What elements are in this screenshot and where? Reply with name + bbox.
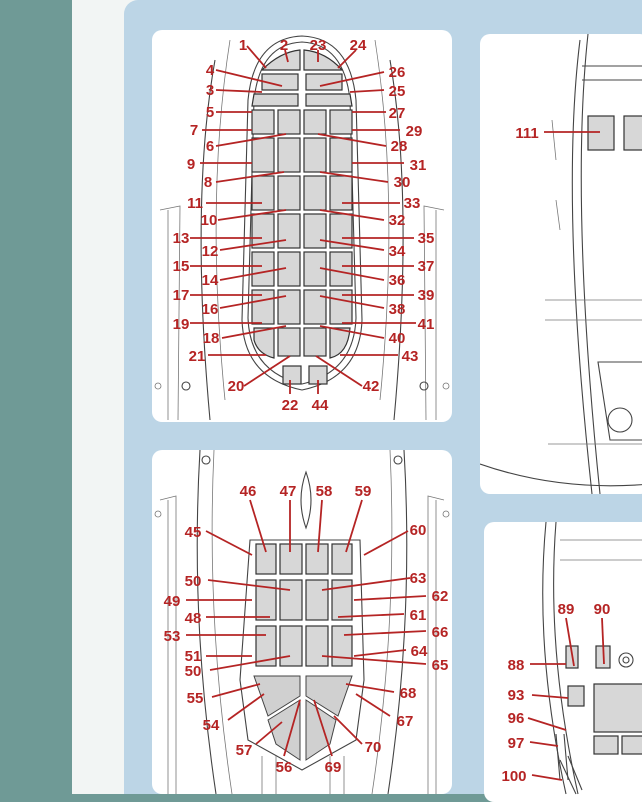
label-8: 8 bbox=[204, 174, 212, 191]
label-55: 55 bbox=[187, 690, 204, 707]
label-38: 38 bbox=[389, 301, 406, 318]
label-47: 47 bbox=[280, 483, 297, 500]
panel-side-detail bbox=[484, 522, 642, 802]
label-111: 111 bbox=[515, 125, 538, 142]
label-40: 40 bbox=[389, 330, 406, 347]
label-42: 42 bbox=[363, 378, 380, 395]
label-10: 10 bbox=[201, 212, 218, 229]
label-19: 19 bbox=[173, 316, 190, 333]
label-64: 64 bbox=[411, 643, 428, 660]
label-24: 24 bbox=[350, 37, 367, 54]
label-28: 28 bbox=[391, 138, 408, 155]
label-21: 21 bbox=[189, 348, 206, 365]
label-17: 17 bbox=[173, 287, 190, 304]
label-70: 70 bbox=[365, 739, 382, 756]
label-44: 44 bbox=[312, 397, 329, 414]
label-50-upper: 50 bbox=[185, 573, 202, 590]
canopy-panes bbox=[251, 49, 353, 385]
label-62: 62 bbox=[432, 588, 449, 605]
label-93: 93 bbox=[508, 687, 525, 704]
leader-lines bbox=[186, 45, 605, 781]
label-26: 26 bbox=[389, 64, 406, 81]
label-45: 45 bbox=[185, 524, 202, 541]
label-69: 69 bbox=[325, 759, 342, 776]
label-23: 23 bbox=[310, 37, 327, 54]
label-18: 18 bbox=[203, 330, 220, 347]
label-31: 31 bbox=[410, 157, 427, 174]
label-63: 63 bbox=[410, 570, 427, 587]
label-41: 41 bbox=[418, 316, 435, 333]
label-67: 67 bbox=[397, 713, 414, 730]
label-65: 65 bbox=[432, 657, 449, 674]
side-view-diagram bbox=[480, 34, 642, 494]
label-37: 37 bbox=[418, 258, 435, 275]
label-90: 90 bbox=[594, 601, 611, 618]
label-20: 20 bbox=[228, 378, 245, 395]
upper-glazing-diagram bbox=[154, 35, 450, 421]
label-96: 96 bbox=[508, 710, 525, 727]
part-number-labels: 1 2 23 24 4 3 26 25 5 27 7 29 6 28 9 31 … bbox=[164, 37, 611, 785]
label-53: 53 bbox=[164, 628, 181, 645]
label-33: 33 bbox=[404, 195, 421, 212]
label-36: 36 bbox=[389, 272, 406, 289]
label-25: 25 bbox=[389, 83, 406, 100]
label-48: 48 bbox=[185, 610, 202, 627]
label-4: 4 bbox=[206, 62, 215, 79]
label-3: 3 bbox=[206, 82, 214, 99]
label-22: 22 bbox=[282, 397, 299, 414]
label-15: 15 bbox=[173, 258, 190, 275]
panel-lower-glazing bbox=[152, 450, 452, 794]
label-66: 66 bbox=[432, 624, 449, 641]
label-1: 1 bbox=[239, 37, 247, 54]
label-6: 6 bbox=[206, 138, 214, 155]
label-89: 89 bbox=[558, 601, 575, 618]
lower-glazing-diagram bbox=[154, 450, 450, 794]
label-50-lower: 50 bbox=[185, 663, 202, 680]
label-61: 61 bbox=[410, 607, 427, 624]
label-12: 12 bbox=[202, 243, 219, 260]
label-88: 88 bbox=[508, 657, 525, 674]
label-49: 49 bbox=[164, 593, 181, 610]
label-57: 57 bbox=[236, 742, 253, 759]
label-29: 29 bbox=[406, 123, 423, 140]
label-60: 60 bbox=[410, 522, 427, 539]
label-56: 56 bbox=[276, 759, 293, 776]
label-97: 97 bbox=[508, 735, 525, 752]
panel-upper-glazing bbox=[152, 30, 452, 422]
label-34: 34 bbox=[389, 243, 406, 260]
panel-side-view bbox=[480, 34, 642, 494]
label-27: 27 bbox=[389, 105, 406, 122]
label-7: 7 bbox=[190, 122, 198, 139]
label-51: 51 bbox=[185, 648, 202, 665]
label-68: 68 bbox=[400, 685, 417, 702]
label-9: 9 bbox=[187, 156, 195, 173]
label-35: 35 bbox=[418, 230, 435, 247]
label-58: 58 bbox=[316, 483, 333, 500]
label-100: 100 bbox=[501, 768, 526, 785]
label-16: 16 bbox=[202, 301, 219, 318]
label-13: 13 bbox=[173, 230, 190, 247]
label-5: 5 bbox=[206, 104, 214, 121]
label-32: 32 bbox=[389, 212, 406, 229]
label-30: 30 bbox=[394, 174, 411, 191]
label-46: 46 bbox=[240, 483, 257, 500]
label-39: 39 bbox=[418, 287, 435, 304]
label-2: 2 bbox=[280, 37, 288, 54]
label-54: 54 bbox=[203, 717, 220, 734]
label-11: 11 bbox=[187, 195, 203, 212]
label-43: 43 bbox=[402, 348, 419, 365]
label-14: 14 bbox=[202, 272, 219, 289]
label-59: 59 bbox=[355, 483, 372, 500]
side-detail-diagram bbox=[542, 522, 642, 795]
